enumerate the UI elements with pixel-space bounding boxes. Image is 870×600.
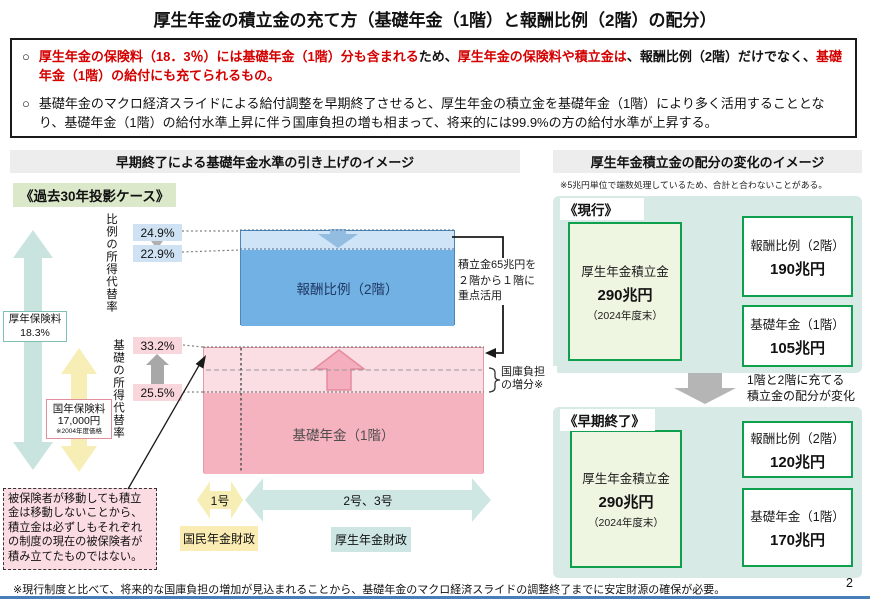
kosei-premium-name: 厚年保険料 xyxy=(8,313,62,326)
proportional-rate-after: 22.9% xyxy=(133,245,182,262)
insured-persons-note: 被保険者が移動しても積立金は移動しないことから、積立金は必ずしもそれぞれの制度の… xyxy=(3,488,157,570)
kosei-premium-box: 厚年保険料 18.3% xyxy=(3,311,67,342)
dest-name: 報酬比例（2階） xyxy=(750,238,845,253)
axis-label-basic: 基礎の所得代替率 xyxy=(112,339,124,439)
dest-amount: 190兆円 xyxy=(769,260,826,278)
early-source-note: （2024年度末） xyxy=(588,517,664,529)
current-dest-proportional-box: 報酬比例（2階） 190兆円 xyxy=(742,216,853,297)
kosei-premium-rate: 18.3% xyxy=(20,326,50,339)
summary-bullet-1: ○ 厚生年金の保険料（18．3％）には基礎年金（1階）分も含まれるため、厚生年金… xyxy=(22,48,843,86)
rounding-note: ※5兆円単位で端数処理しているため、合計と合わないことがある。 xyxy=(560,180,828,190)
bullet-marker: ○ xyxy=(22,49,30,64)
early-dest-proportional-box: 報酬比例（2階） 120兆円 xyxy=(742,421,853,478)
current-source-note: （2024年度末） xyxy=(587,309,663,322)
bullet1-red-1: 厚生年金の保険料（18．3％）には基礎年金（1階）分も含まれる xyxy=(38,49,419,64)
kokunen-premium-note: ※2004年度価格 xyxy=(56,427,102,435)
bullet1-black-2: 、報酬比例（2階）だけでなく、 xyxy=(626,49,817,64)
current-source-box: 厚生年金積立金 290兆円 （2024年度末） xyxy=(568,222,682,361)
dest-name: 基礎年金（1階） xyxy=(750,318,845,332)
bullet1-red-2: 厚生年金の保険料や積立金は xyxy=(457,49,627,64)
footer-note: ※現行制度と比べて、将来的な国庫負担の増加が見込まれることから、基礎年金のマクロ… xyxy=(13,584,726,596)
kosei-finance-box: 厚生年金財政 xyxy=(331,527,411,552)
basic-rate-after: 33.2% xyxy=(133,337,182,354)
category1-label: 1号 xyxy=(210,493,230,508)
phase-change-down-arrow xyxy=(674,372,736,404)
kokunen-premium-box: 国年保険料 17,000円 ※2004年度価格 xyxy=(46,399,112,439)
basic-increase-strip xyxy=(204,348,483,393)
proportional-tier-box: 報酬比例（2階） xyxy=(240,230,455,326)
kokunen-premium-name: 国年保険料 xyxy=(52,402,106,415)
current-source-amount: 290兆円 xyxy=(597,286,653,304)
kokumin-finance-box: 国民年金財政 xyxy=(180,526,258,551)
early-end-phase-label: 《早期終了》 xyxy=(560,409,655,431)
dest-name: 報酬比例（2階） xyxy=(750,431,845,446)
summary-bullet-2: ○ 基礎年金のマクロ経済スライドによる給付調整を早期終了させると、厚生年金の積立… xyxy=(22,95,843,133)
kokunen-premium-amount: 17,000円 xyxy=(57,415,101,428)
current-phase-label: 《現行》 xyxy=(560,198,644,220)
page-title: 厚生年金の積立金の充て方（基礎年金（1階）と報酬比例（2階）の配分） xyxy=(153,11,717,30)
dest-amount: 120兆円 xyxy=(769,453,826,471)
dest-amount: 170兆円 xyxy=(769,531,826,549)
transfer-note: 積立金65兆円を ２階から１階に 重点活用 xyxy=(458,258,550,305)
basic-tier-box: 基礎年金（1階） xyxy=(203,347,484,474)
early-source-box: 厚生年金積立金 290兆円 （2024年度末） xyxy=(570,430,682,568)
bullet2-text: 基礎年金のマクロ経済スライドによる給付調整を早期終了させると、厚生年金の積立金を… xyxy=(38,95,825,130)
basic-rate-before: 25.5% xyxy=(133,384,182,401)
kosei-premium-vertical-arrow xyxy=(13,230,53,470)
dest-amount: 105兆円 xyxy=(769,340,826,357)
axis-label-proportional: 比例の所得代替率 xyxy=(105,213,117,313)
proportional-reduction-strip xyxy=(241,231,454,250)
current-dest-basic-box: 基礎年金（1階） 105兆円 xyxy=(742,305,853,367)
right-section-header: 厚生年金積立金の配分の変化のイメージ xyxy=(553,150,862,173)
bullet-marker: ○ xyxy=(22,95,30,111)
early-source-name: 厚生年金積立金 xyxy=(582,472,670,486)
category1-horizontal-arrow xyxy=(197,481,243,519)
proportional-tier-label: 報酬比例（2階） xyxy=(241,250,454,326)
treasury-increase-note: 国庫負担 の増分※ xyxy=(501,366,557,392)
early-source-amount: 290兆円 xyxy=(598,494,654,511)
dest-name: 基礎年金（1階） xyxy=(750,509,845,524)
category23-label: 2号、3号 xyxy=(343,493,393,508)
left-section-header: 早期終了による基礎年金水準の引き上げのイメージ xyxy=(10,150,520,173)
summary-box: ○ 厚生年金の保険料（18．3％）には基礎年金（1階）分も含まれるため、厚生年金… xyxy=(10,38,857,138)
basic-tier-label: 基礎年金（1階） xyxy=(204,393,483,474)
projection-case-label: 《過去30年投影ケース》 xyxy=(13,183,177,207)
bullet1-black-1: ため、 xyxy=(418,49,458,64)
bullet1-red-3: 基礎年金（1階）の給付にも充てられるもの。 xyxy=(38,49,843,83)
allocation-change-note: 1階と2階に充てる 積立金の配分が変化 xyxy=(747,373,856,403)
bullet1-text: 厚生年金の保険料（18．3％）には基礎年金（1階）分も含まれるため、厚生年金の保… xyxy=(39,48,843,86)
bottom-rule xyxy=(0,596,870,599)
proportional-rate-before: 24.9% xyxy=(133,224,182,241)
category23-horizontal-arrow xyxy=(245,478,491,522)
small-up-arrow-icon xyxy=(146,354,169,384)
current-source-name: 厚生年金積立金 xyxy=(581,264,669,279)
page-number: 2 xyxy=(846,576,853,590)
early-dest-basic-box: 基礎年金（1階） 170兆円 xyxy=(742,488,853,567)
